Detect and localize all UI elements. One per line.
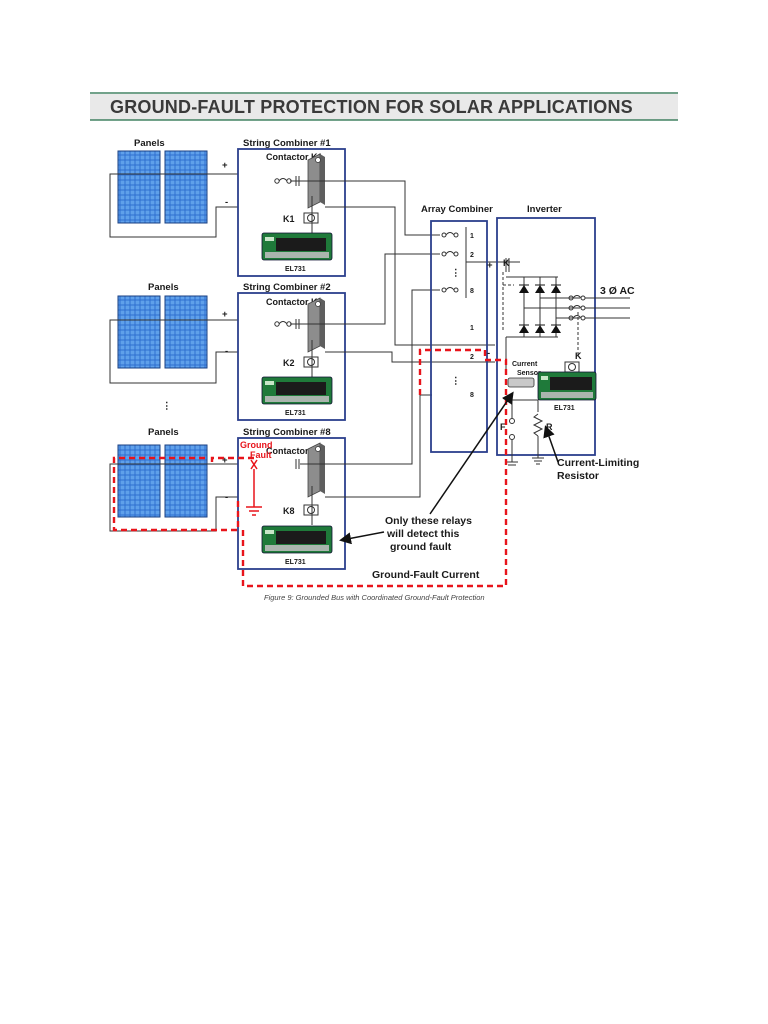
relay-coil-k1 [303,212,319,224]
title-band [90,94,678,120]
figure-caption: Figure 9: Grounded Bus with Coordinated … [264,593,485,602]
callout-line-3: ground fault [390,541,452,553]
solar-panel-group-2 [117,295,208,369]
relay-callout-arrow-1 [429,391,514,515]
k2-label: K2 [283,358,295,368]
panels-label-8: Panels [148,427,179,438]
array-input-1: 1 [470,233,474,240]
fuse-symbol [274,178,292,184]
k8-label: K8 [283,506,295,516]
string-combiner-2-title: String Combiner #2 [243,282,331,293]
solar-panel [117,444,161,518]
f-label: F [500,422,506,432]
fault-label: Fault [250,450,272,460]
el731-label-2: EL731 [285,410,306,417]
string-combiner-8-title: String Combiner #8 [243,427,331,438]
relay-callout-arrow-2 [339,531,385,545]
inverter-plus: + [487,260,493,271]
plus-sign: + [222,455,228,466]
panel-wiring [109,173,238,532]
inverter-box [496,217,596,456]
minus-sign: - [225,346,228,357]
array-input-2: 2 [470,252,474,259]
inverter-bridge [502,272,580,355]
contactor-k1-label: Contactor K1 [266,152,323,162]
relay-coil-k [564,361,580,373]
array-combiner-box [430,220,488,453]
ground-fault-current-label: Ground-Fault Current [372,569,480,581]
array-input-8: 8 [470,288,474,295]
array-vdots-top: ⋮ [451,268,461,279]
array-return-8: 8 [470,392,474,399]
array-return-1: 1 [470,325,474,332]
array-vdots-bottom: ⋮ [451,376,461,387]
contactor-k8 [295,459,300,469]
callout-line-2: will detect this [386,528,460,540]
contactor-k8-label: Contactor K8 [266,446,323,456]
relay-coil-k2 [303,356,319,368]
k-relay-label: K [575,351,582,361]
minus-sign: - [225,492,228,503]
array-combiner-fuses [441,232,459,293]
string-combiner-2-box [237,292,346,421]
array-return-2: 2 [470,354,474,361]
panels-vdots: ⋮ [162,401,172,412]
ac-output [568,295,630,321]
sensor-label: Sensor [517,370,541,377]
el731-label-1: EL731 [285,266,306,273]
ground-fault-symbol [246,459,262,516]
el731-relay-2 [261,376,333,405]
solar-panel [117,295,161,369]
current-limiting-label: Current-Limiting [557,457,639,469]
diagram-title: GROUND-FAULT PROTECTION FOR SOLAR APPLIC… [110,97,633,117]
current-sensor [507,377,535,388]
current-transformer-2 [307,297,325,353]
dc-bus-wiring [290,180,520,498]
panels-label-2: Panels [148,282,179,293]
string-combiner-1-box [237,148,346,277]
plus-sign: + [222,309,228,320]
k1-label: K1 [283,214,295,224]
solar-panel [164,444,208,518]
inverter-minus: - [487,348,490,359]
fuse-symbol [274,321,292,327]
three-phase-ac-label: 3 Ø AC [600,285,635,297]
solar-panel [164,295,208,369]
el731-label-8: EL731 [285,559,306,566]
minus-sign: - [225,197,228,208]
solar-panel [164,150,208,224]
ground-fault-current-path [112,348,508,588]
el731-relay-8 [261,525,333,554]
solar-panel-group-1 [117,150,208,224]
current-label: Current [512,361,538,368]
el731-relay-1 [261,232,333,261]
resistor-callout-arrow [543,425,559,463]
contactor-k2-label: Contactor K2 [266,297,323,307]
current-transformer-8 [307,442,325,498]
el731-relay-inverter [537,371,597,401]
plus-sign: + [222,160,228,171]
grounding-path [506,399,544,466]
solar-panel-group-8 [117,444,208,518]
ground-label: Ground [240,440,273,450]
callout-line-1: Only these relays [385,515,472,527]
solar-panel [117,150,161,224]
string-combiner-1-title: String Combiner #1 [243,138,331,149]
el731-label-inverter: EL731 [554,405,575,412]
inverter-title: Inverter [527,204,562,215]
relay-coil-k8 [303,504,319,516]
array-combiner-title: Array Combiner [421,204,493,215]
panels-label-1: Panels [134,138,165,149]
resistor-label: Resistor [557,470,599,482]
k-contactor-label: K [503,258,510,268]
